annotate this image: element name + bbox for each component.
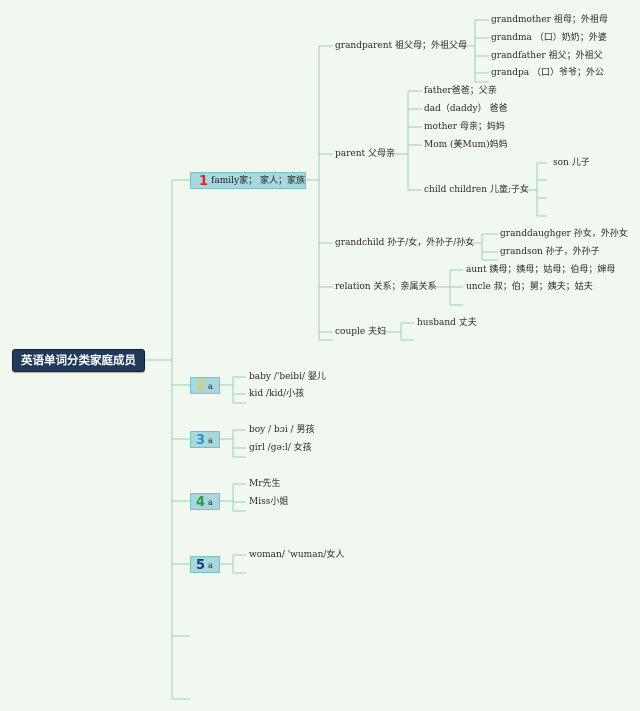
branch-number: 2	[196, 379, 206, 394]
list-item[interactable]: grandson 孙子，外孙子	[500, 247, 600, 257]
root-node[interactable]: 英语单词分类家庭成员	[12, 349, 145, 372]
list-item[interactable]: aunt 姨母；姨母；姑母；伯母；婶母	[466, 265, 616, 275]
list-item[interactable]: boy / bɔi / 男孩	[249, 425, 315, 435]
branch-label: a	[208, 436, 213, 445]
branch-number: 5	[196, 558, 206, 573]
branch-label: family家； 家人；家族	[211, 176, 305, 186]
group-relation[interactable]: relation 关系；亲属关系	[335, 282, 437, 292]
group-parent[interactable]: parent 父母亲	[335, 149, 396, 159]
list-item[interactable]: son 儿子	[553, 158, 590, 168]
list-item[interactable]: woman/ 'wuman/女人	[249, 550, 345, 560]
branch-label: a	[208, 382, 213, 391]
list-item[interactable]: husband 丈夫	[417, 318, 477, 328]
list-item[interactable]: grandma （口）奶奶；外婆	[491, 33, 607, 43]
list-item[interactable]: Mr先生	[249, 479, 281, 489]
branch-label: a	[208, 561, 213, 570]
branch-number: 3	[196, 433, 206, 448]
list-item[interactable]: baby /'beibi/ 婴儿	[249, 372, 326, 382]
group-child[interactable]: child children 儿童;子女	[424, 185, 529, 195]
branch-number: 1	[199, 174, 209, 189]
list-item[interactable]: dad（daddy） 爸爸	[424, 104, 508, 114]
list-item[interactable]: grandmother 祖母；外祖母	[491, 15, 608, 25]
branch-label: a	[208, 498, 213, 507]
list-item[interactable]: Mom (美Mum)妈妈	[424, 140, 508, 150]
branch-number: 4	[196, 495, 206, 510]
list-item[interactable]: grandfather 祖父；外祖父	[491, 51, 603, 61]
group-couple[interactable]: couple 夫妇	[335, 327, 387, 337]
list-item[interactable]: Miss小姐	[249, 497, 289, 507]
list-item[interactable]: grandpa （口）爷爷；外公	[491, 68, 604, 78]
list-item[interactable]: kid /kid/小孩	[249, 389, 305, 399]
list-item[interactable]: father爸爸；父亲	[424, 86, 497, 96]
list-item[interactable]: girl /gə:l/ 女孩	[249, 443, 312, 453]
group-grandparent[interactable]: grandparent 祖父母；外祖父母	[335, 41, 468, 51]
list-item[interactable]: granddaughger 孙女，外孙女	[500, 229, 628, 239]
list-item[interactable]: uncle 叔；伯；舅；姨夫；姑夫	[466, 282, 593, 292]
list-item[interactable]: mother 母亲；妈妈	[424, 122, 505, 132]
group-grandchild[interactable]: grandchild 孙子/女，外孙子/孙女	[335, 238, 475, 248]
